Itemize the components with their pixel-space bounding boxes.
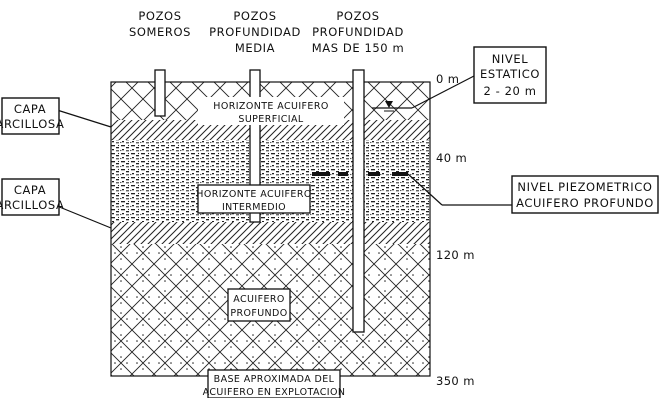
superficial-aquifer-line-2: SUPERFICIAL: [238, 114, 304, 125]
superficial-aquifer-line-1: HORIZONTE ACUIFERO: [213, 101, 328, 112]
deep-aquifer-line-2: PROFUNDO: [230, 308, 287, 319]
deep-well-title-2: PROFUNDIDAD: [312, 25, 404, 39]
depth-label-0m: 0 m: [436, 72, 459, 86]
medium-well-title-2: PROFUNDIDAD: [209, 25, 301, 39]
aquifer-base-line-2: ACUIFERO EN EXPLOTACION: [203, 387, 346, 398]
capa-arcillosa-2-line-1: CAPA: [14, 183, 46, 197]
depth-label-120m: 120 m: [436, 248, 475, 262]
medium-well-title-3: MEDIA: [235, 41, 275, 55]
intermediate-aquifer-line-1: HORIZONTE ACUIFERO: [196, 189, 311, 200]
shallow-well-title-2: SOMEROS: [129, 25, 191, 39]
depth-label-40m: 40 m: [436, 151, 467, 165]
deep-aquifer-line-1: ACUIFERO: [233, 294, 284, 305]
nivel-estatico-line-3: 2 - 20 m: [483, 84, 536, 98]
medium-well-title-1: POZOS: [233, 9, 276, 23]
intermediate-aquifer-line-2: INTERMEDIO: [222, 202, 286, 213]
callout-nivel-estatico: NIVEL ESTATICO 2 - 20 m: [412, 47, 546, 108]
callout-capa-arcillosa-2: CAPA ARCILLOSA: [0, 179, 111, 228]
nivel-estatico-line-2: ESTATICO: [480, 67, 540, 81]
depth-label-350m: 350 m: [436, 374, 475, 388]
capa-arcillosa-2-line-2: ARCILLOSA: [0, 198, 64, 212]
aquifer-base-line-1: BASE APROXIMADA DEL: [214, 374, 335, 385]
label-deep-aquifer: ACUIFERO PROFUNDO: [228, 289, 290, 321]
deep-well-casing: [353, 70, 364, 332]
deep-well-title-1: POZOS: [336, 9, 379, 23]
label-aquifer-base: BASE APROXIMADA DEL ACUIFERO EN EXPLOTAC…: [203, 370, 346, 398]
layer-clay-2: [111, 222, 430, 244]
deep-well-title-3: MAS DE 150 m: [312, 41, 405, 55]
capa-arcillosa-1-line-2: ARCILLOSA: [0, 117, 64, 131]
nivel-estatico-line-1: NIVEL: [492, 52, 529, 66]
nivel-piezometrico-line-2: ACUIFERO PROFUNDO: [516, 196, 654, 210]
shallow-well-title-1: POZOS: [138, 9, 181, 23]
capa-arcillosa-1-line-1: CAPA: [14, 102, 46, 116]
callout-capa-arcillosa-1: CAPA ARCILLOSA: [0, 98, 111, 134]
callout-nivel-piezometrico: NIVEL PIEZOMETRICO ACUIFERO PROFUNDO: [408, 174, 658, 213]
soil-layers: [111, 82, 430, 376]
label-intermediate-aquifer: HORIZONTE ACUIFERO INTERMEDIO: [196, 185, 311, 213]
nivel-piezometrico-line-1: NIVEL PIEZOMETRICO: [517, 180, 652, 194]
label-superficial-aquifer: HORIZONTE ACUIFERO SUPERFICIAL: [198, 97, 344, 125]
shallow-well-casing: [155, 70, 165, 116]
